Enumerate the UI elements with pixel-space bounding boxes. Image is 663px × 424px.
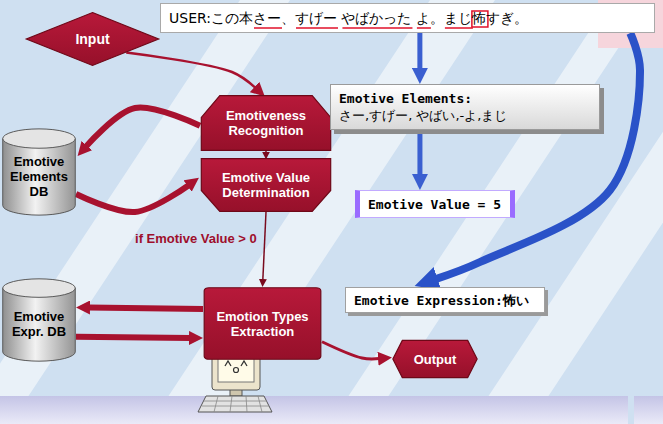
underline bbox=[417, 27, 431, 29]
output-hexagon: Output bbox=[392, 340, 478, 378]
node-text: Emotion Types Extraction bbox=[209, 309, 316, 339]
node-text: Input bbox=[75, 32, 109, 47]
result-box: Emotive Elements:さー,すげー, やばい,-よ,まじ bbox=[330, 84, 600, 130]
process-box: Emotiveness Recognition bbox=[200, 95, 332, 151]
flow-arrow bbox=[265, 151, 267, 152]
node-text: Emotive Expression:怖い bbox=[354, 292, 529, 309]
underline bbox=[254, 27, 282, 29]
input-diamond: Input bbox=[25, 12, 160, 66]
database-cylinder: Emotive Elements DB bbox=[2, 128, 76, 216]
bottom-band bbox=[634, 396, 663, 424]
result-box: Emotive Value = 5 bbox=[355, 190, 515, 218]
flow-arrow bbox=[417, 33, 422, 70]
node-text: Emotive Value = 5 bbox=[368, 196, 501, 213]
flow-arrow bbox=[322, 342, 379, 359]
node-text: Emotive Elements DB bbox=[5, 154, 73, 199]
flow-arrow bbox=[86, 108, 200, 147]
flow-arrow bbox=[435, 33, 640, 279]
flow-arrow bbox=[126, 53, 255, 88]
flow-arrow bbox=[89, 308, 203, 309]
node-text: USER:この本さー、すげー やばかった よ。まじ怖すぎ。 bbox=[169, 8, 528, 28]
node-text: さー,すげー, やばい,-よ,まじ bbox=[339, 107, 507, 124]
result-box: Emotive Expression:怖い bbox=[345, 287, 545, 313]
bottom-band bbox=[0, 396, 628, 424]
node-text: Output bbox=[414, 352, 457, 367]
flow-arrow bbox=[76, 337, 190, 338]
process-box: Emotion Types Extraction bbox=[203, 287, 322, 360]
flow-arrow bbox=[76, 185, 189, 212]
process-box: Emotive Value Determination bbox=[200, 158, 332, 212]
underline bbox=[445, 27, 473, 29]
node-text: Emotiveness Recognition bbox=[206, 108, 326, 138]
condition-label: if Emotive Value > 0 bbox=[135, 231, 257, 246]
underline bbox=[296, 27, 338, 29]
node-text: Emotive Elements: bbox=[339, 90, 472, 107]
database-cylinder: Emotive Expr. DB bbox=[2, 278, 76, 362]
flow-arrow bbox=[263, 212, 266, 280]
node-text: Emotive Expr. DB bbox=[5, 309, 73, 339]
underline bbox=[342, 27, 412, 29]
sentence-box: USER:この本さー、すげー やばかった よ。まじ怖すぎ。 bbox=[160, 3, 655, 33]
node-text: Emotive Value Determination bbox=[206, 170, 326, 200]
flow-arrow bbox=[417, 130, 422, 176]
